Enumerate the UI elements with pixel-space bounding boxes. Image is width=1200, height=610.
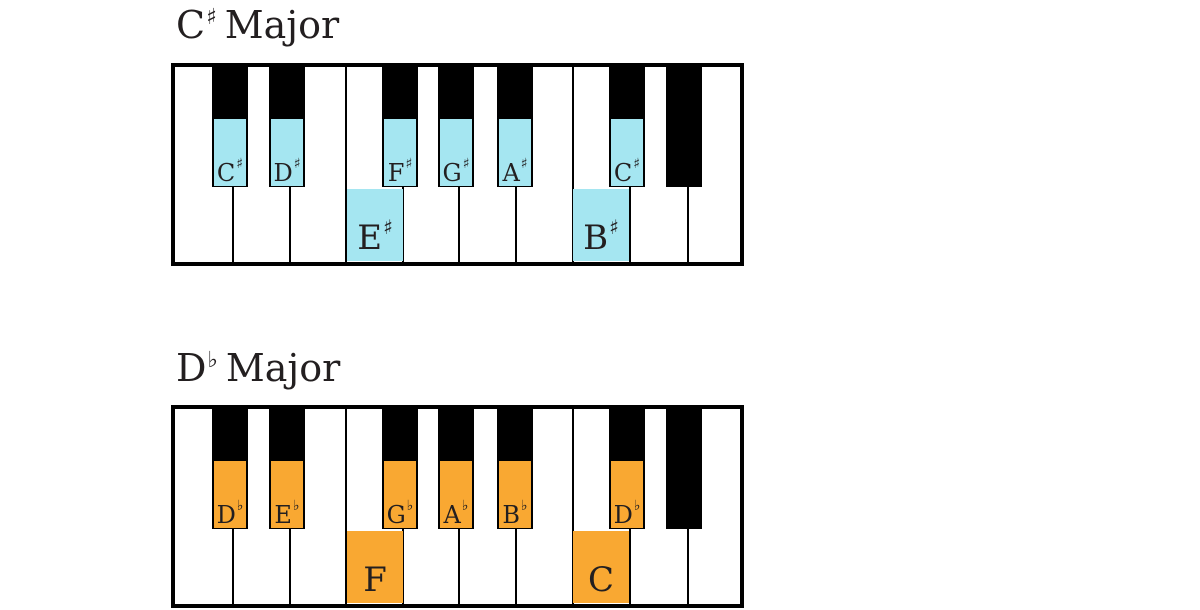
scale-title: C♯ Major xyxy=(176,6,339,44)
black-key[interactable] xyxy=(666,409,702,529)
note-accidental: ♭ xyxy=(406,498,414,514)
black-key-highlight: E♭ xyxy=(270,460,304,529)
note-label: A xyxy=(502,159,520,187)
note-label: F xyxy=(387,159,405,187)
note-accidental: ♭ xyxy=(521,498,528,514)
white-key-highlight: C xyxy=(573,531,629,603)
note-label: D xyxy=(216,501,236,529)
black-key-highlight: C♯ xyxy=(213,118,247,187)
note-label: G xyxy=(442,159,462,187)
white-key-divider xyxy=(572,67,574,262)
black-key[interactable] xyxy=(666,67,702,187)
note-accidental: ♯ xyxy=(383,215,393,239)
note-accidental: ♯ xyxy=(633,156,641,172)
note-label: A xyxy=(443,501,461,529)
note-label: B xyxy=(583,218,609,258)
black-key-highlight: A♭ xyxy=(439,460,473,529)
white-key-divider xyxy=(572,409,574,604)
note-accidental: ♯ xyxy=(236,156,244,172)
note-accidental: ♭ xyxy=(633,498,641,514)
note-label: D xyxy=(613,501,633,529)
note-accidental: ♯ xyxy=(609,215,619,239)
note-label: C xyxy=(613,159,633,187)
piano-keyboard: C♯D♯F♯G♯A♯C♯E♯B♯ xyxy=(171,63,744,266)
white-key-highlight: E♯ xyxy=(347,189,403,261)
note-label: B xyxy=(502,501,521,529)
scale-title-note: D xyxy=(176,346,207,390)
note-accidental: ♯ xyxy=(462,156,470,172)
black-key-highlight: A♯ xyxy=(498,118,532,187)
note-label: D xyxy=(273,159,293,187)
note-label: G xyxy=(386,501,406,529)
black-key-highlight: F♯ xyxy=(383,118,417,187)
black-key-highlight: D♭ xyxy=(213,460,247,529)
scale-title-rest: Major xyxy=(225,346,341,390)
black-key-highlight: G♭ xyxy=(383,460,417,529)
black-key-highlight: D♭ xyxy=(610,460,644,529)
note-label: E xyxy=(274,501,292,529)
black-key-highlight: D♯ xyxy=(270,118,304,187)
note-label: C xyxy=(587,560,614,600)
white-key-highlight: B♯ xyxy=(573,189,629,261)
note-accidental: ♭ xyxy=(461,498,469,514)
scale-title-accidental: ♭ xyxy=(207,348,218,373)
black-key-highlight: B♭ xyxy=(498,460,532,529)
white-key-divider xyxy=(345,409,347,604)
note-accidental: ♭ xyxy=(292,498,300,514)
note-accidental: ♯ xyxy=(405,156,413,172)
note-accidental: ♯ xyxy=(293,156,301,172)
scale-title-rest: Major xyxy=(224,3,340,47)
note-label: E xyxy=(357,218,383,258)
scale-title-note: C xyxy=(176,3,206,47)
note-accidental: ♯ xyxy=(520,156,528,172)
black-key-highlight: G♯ xyxy=(439,118,473,187)
scale-title-accidental: ♯ xyxy=(206,5,217,30)
white-key-highlight: F xyxy=(347,531,403,603)
white-key-divider xyxy=(345,67,347,262)
note-accidental: ♭ xyxy=(236,498,244,514)
black-key-highlight: C♯ xyxy=(610,118,644,187)
scale-title: D♭ Major xyxy=(176,349,340,387)
note-label: C xyxy=(216,159,236,187)
note-label: F xyxy=(363,560,387,600)
